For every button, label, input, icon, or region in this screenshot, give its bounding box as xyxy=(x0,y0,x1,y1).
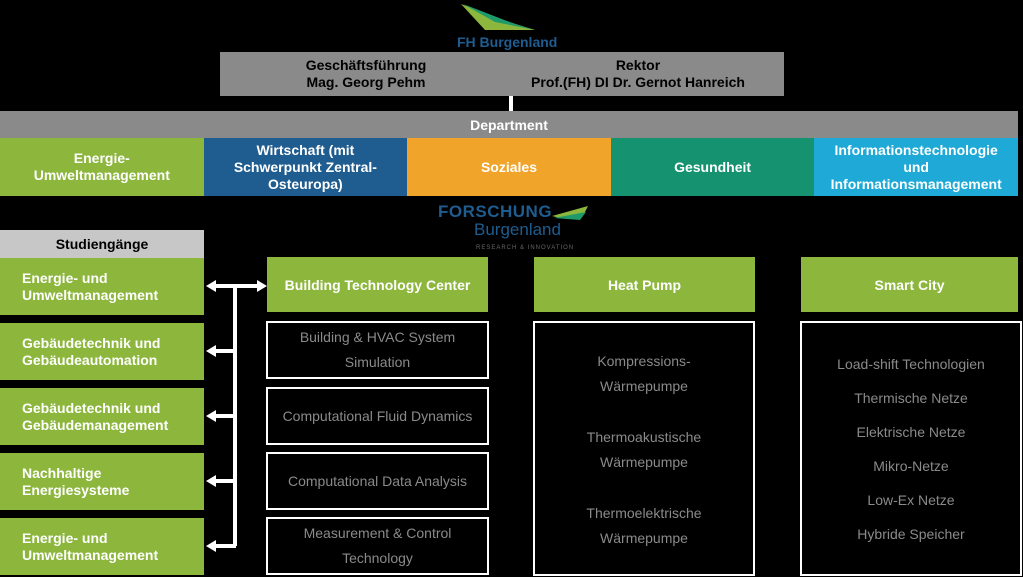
department-box: Energie- Umweltmanagement xyxy=(0,138,204,196)
logo-swoosh-icon xyxy=(461,4,535,30)
arrow-to-studiengang xyxy=(206,540,216,552)
header-connector xyxy=(509,96,513,111)
smartcity-item: Hybride Speicher xyxy=(857,526,965,542)
studiengang-item: Gebäudetechnik und Gebäudeautomation xyxy=(0,323,204,380)
department-box: Gesundheit xyxy=(610,138,815,196)
arrow-to-center xyxy=(257,280,267,292)
smartcity-item: Elektrische Netze xyxy=(856,424,966,440)
studiengaenge-header: Studiengänge xyxy=(0,230,204,258)
center-heat-pump: Heat Pump xyxy=(534,257,755,312)
center-smart-city: Smart City xyxy=(801,257,1018,312)
management-left: Geschäftsführung Mag. Georg Pehm xyxy=(305,57,427,90)
heatpump-item: Thermoelektrische Wärmepumpe xyxy=(586,505,702,546)
btc-item: Computational Fluid Dynamics xyxy=(266,387,489,445)
arrow-to-studiengang xyxy=(206,410,216,422)
connector-branch xyxy=(216,284,236,288)
connector-to-center xyxy=(216,284,257,288)
department-box: Informationstechnologie und Informations… xyxy=(814,138,1018,196)
connector-branch xyxy=(216,414,236,418)
btc-item: Building & HVAC System Simulation xyxy=(266,321,489,379)
heatpump-item: Thermoakustische Wärmepumpe xyxy=(586,429,702,470)
smartcity-item: Mikro-Netze xyxy=(873,458,949,474)
heatpump-item: Kompressions- Wärmepumpe xyxy=(597,353,691,394)
department-bar: Department xyxy=(0,111,1018,138)
logo-burgenland-text: Burgenland xyxy=(474,220,561,239)
logo-brand-text: FH Burgenland xyxy=(457,34,558,50)
forschung-burgenland-logo: FORSCHUNG Burgenland RESEARCH & INNOVATI… xyxy=(436,200,596,256)
connector-branch xyxy=(216,544,236,548)
smartcity-item: Thermische Netze xyxy=(854,390,968,406)
fh-burgenland-logo: FH Burgenland UNIVERSITY OF APPLIED SCIE… xyxy=(455,0,567,56)
management-right: Rektor Prof.(FH) DI Dr. Gernot Hanreich xyxy=(531,57,745,90)
department-box: Wirtschaft (mit Schwerpunkt Zentral- Ost… xyxy=(203,138,408,196)
studiengang-item: Energie- und Umweltmanagement xyxy=(0,258,204,315)
arrow-to-studiengang xyxy=(206,475,216,487)
smartcity-item: Load-shift Technologien xyxy=(837,356,985,372)
smartcity-item: Low-Ex Netze xyxy=(867,492,955,508)
department-box: Soziales xyxy=(407,138,611,196)
center-building-technology: Building Technology Center xyxy=(267,257,488,312)
logo-forschung-text: FORSCHUNG xyxy=(438,202,553,221)
btc-item: Computational Data Analysis xyxy=(266,452,489,510)
connector-branch xyxy=(216,479,236,483)
btc-item: Measurement & Control Technology xyxy=(266,517,489,575)
logo-research-tagline: RESEARCH & INNOVATION xyxy=(476,245,575,251)
arrow-to-studiengang xyxy=(206,345,216,357)
forschung-swoosh-icon xyxy=(552,206,588,220)
connector-branch xyxy=(216,349,236,353)
studiengang-item: Gebäudetechnik und Gebäudemanagement xyxy=(0,388,204,445)
studiengang-item: Energie- und Umweltmanagement xyxy=(0,518,204,575)
management-bar: Geschäftsführung Mag. Georg Pehm Rektor … xyxy=(220,52,784,96)
studiengang-item: Nachhaltige Energiesysteme xyxy=(0,453,204,510)
arrow-to-studiengang xyxy=(206,280,216,292)
